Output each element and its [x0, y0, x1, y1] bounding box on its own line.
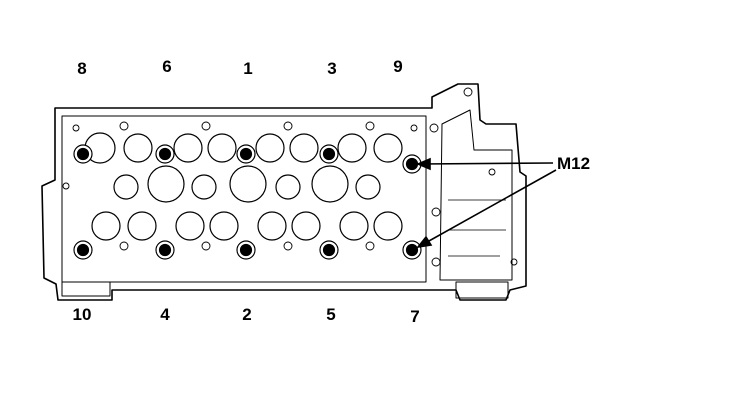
seq-label-top-1: 8 [77, 59, 87, 78]
seq-label-bottom-4: 5 [326, 305, 336, 324]
seq-label-bottom-2: 4 [160, 305, 170, 324]
seq-label-bottom-3: 2 [242, 305, 252, 324]
head-outline [41, 83, 527, 301]
m12-leader-lines [415, 157, 557, 249]
seq-label-top-5: 9 [393, 57, 403, 76]
seq-label-top-2: 6 [162, 57, 172, 76]
end-plate [439, 109, 513, 281]
lower-valve-row [91, 211, 403, 241]
seq-label-bottom-5: 7 [410, 307, 420, 326]
seq-label-bottom-1: 10 [72, 305, 92, 324]
m12-callout-label: M12 [557, 154, 591, 173]
deck-line [61, 115, 427, 283]
seq-label-top-3: 1 [243, 59, 253, 78]
small-holes [62, 87, 518, 267]
head-bolts [73, 144, 422, 260]
seq-label-top-4: 3 [327, 59, 337, 78]
bottom-flange [61, 281, 509, 299]
upper-valve-row [84, 132, 403, 164]
combustion-chamber-row [113, 165, 381, 203]
